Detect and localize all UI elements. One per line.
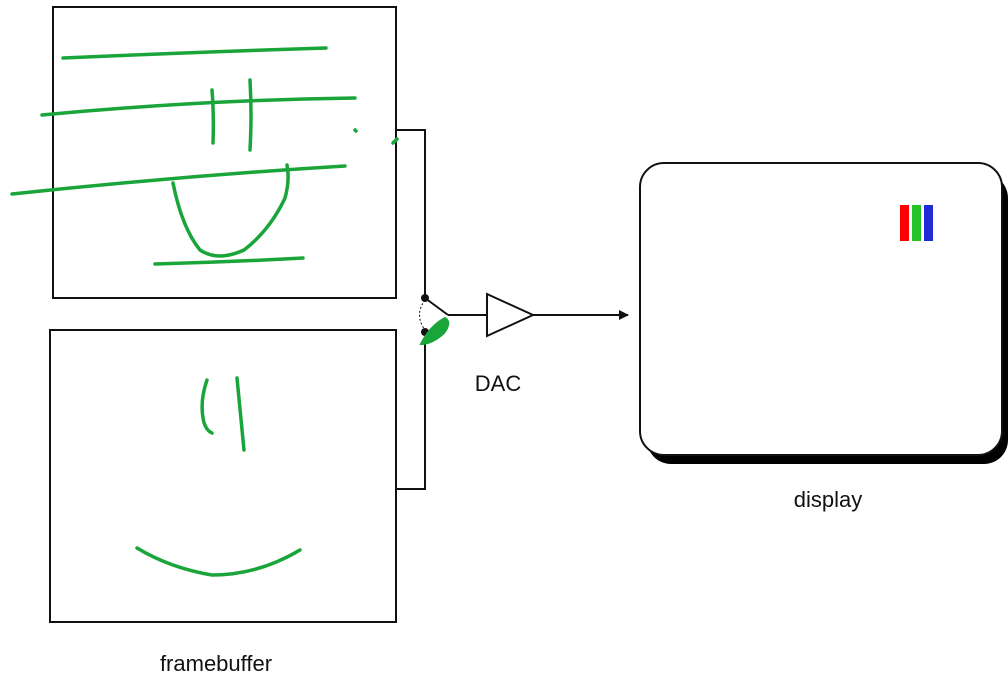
dac-icon	[486, 292, 536, 338]
display	[639, 162, 1003, 456]
handwritten-annotation-bottom	[135, 376, 302, 577]
switch-contact-top	[421, 294, 429, 302]
handwritten-annotation-top	[10, 46, 399, 266]
framebuffer-label: framebuffer	[160, 651, 272, 676]
dac-label: DAC	[475, 371, 522, 396]
buffer-wiring	[396, 129, 629, 490]
display-label: display	[794, 487, 862, 512]
switch-arc	[419, 299, 426, 331]
switch-scribble	[419, 316, 450, 346]
rgb-stripes-icon	[900, 205, 933, 241]
framebuffer-bottom	[49, 329, 397, 623]
